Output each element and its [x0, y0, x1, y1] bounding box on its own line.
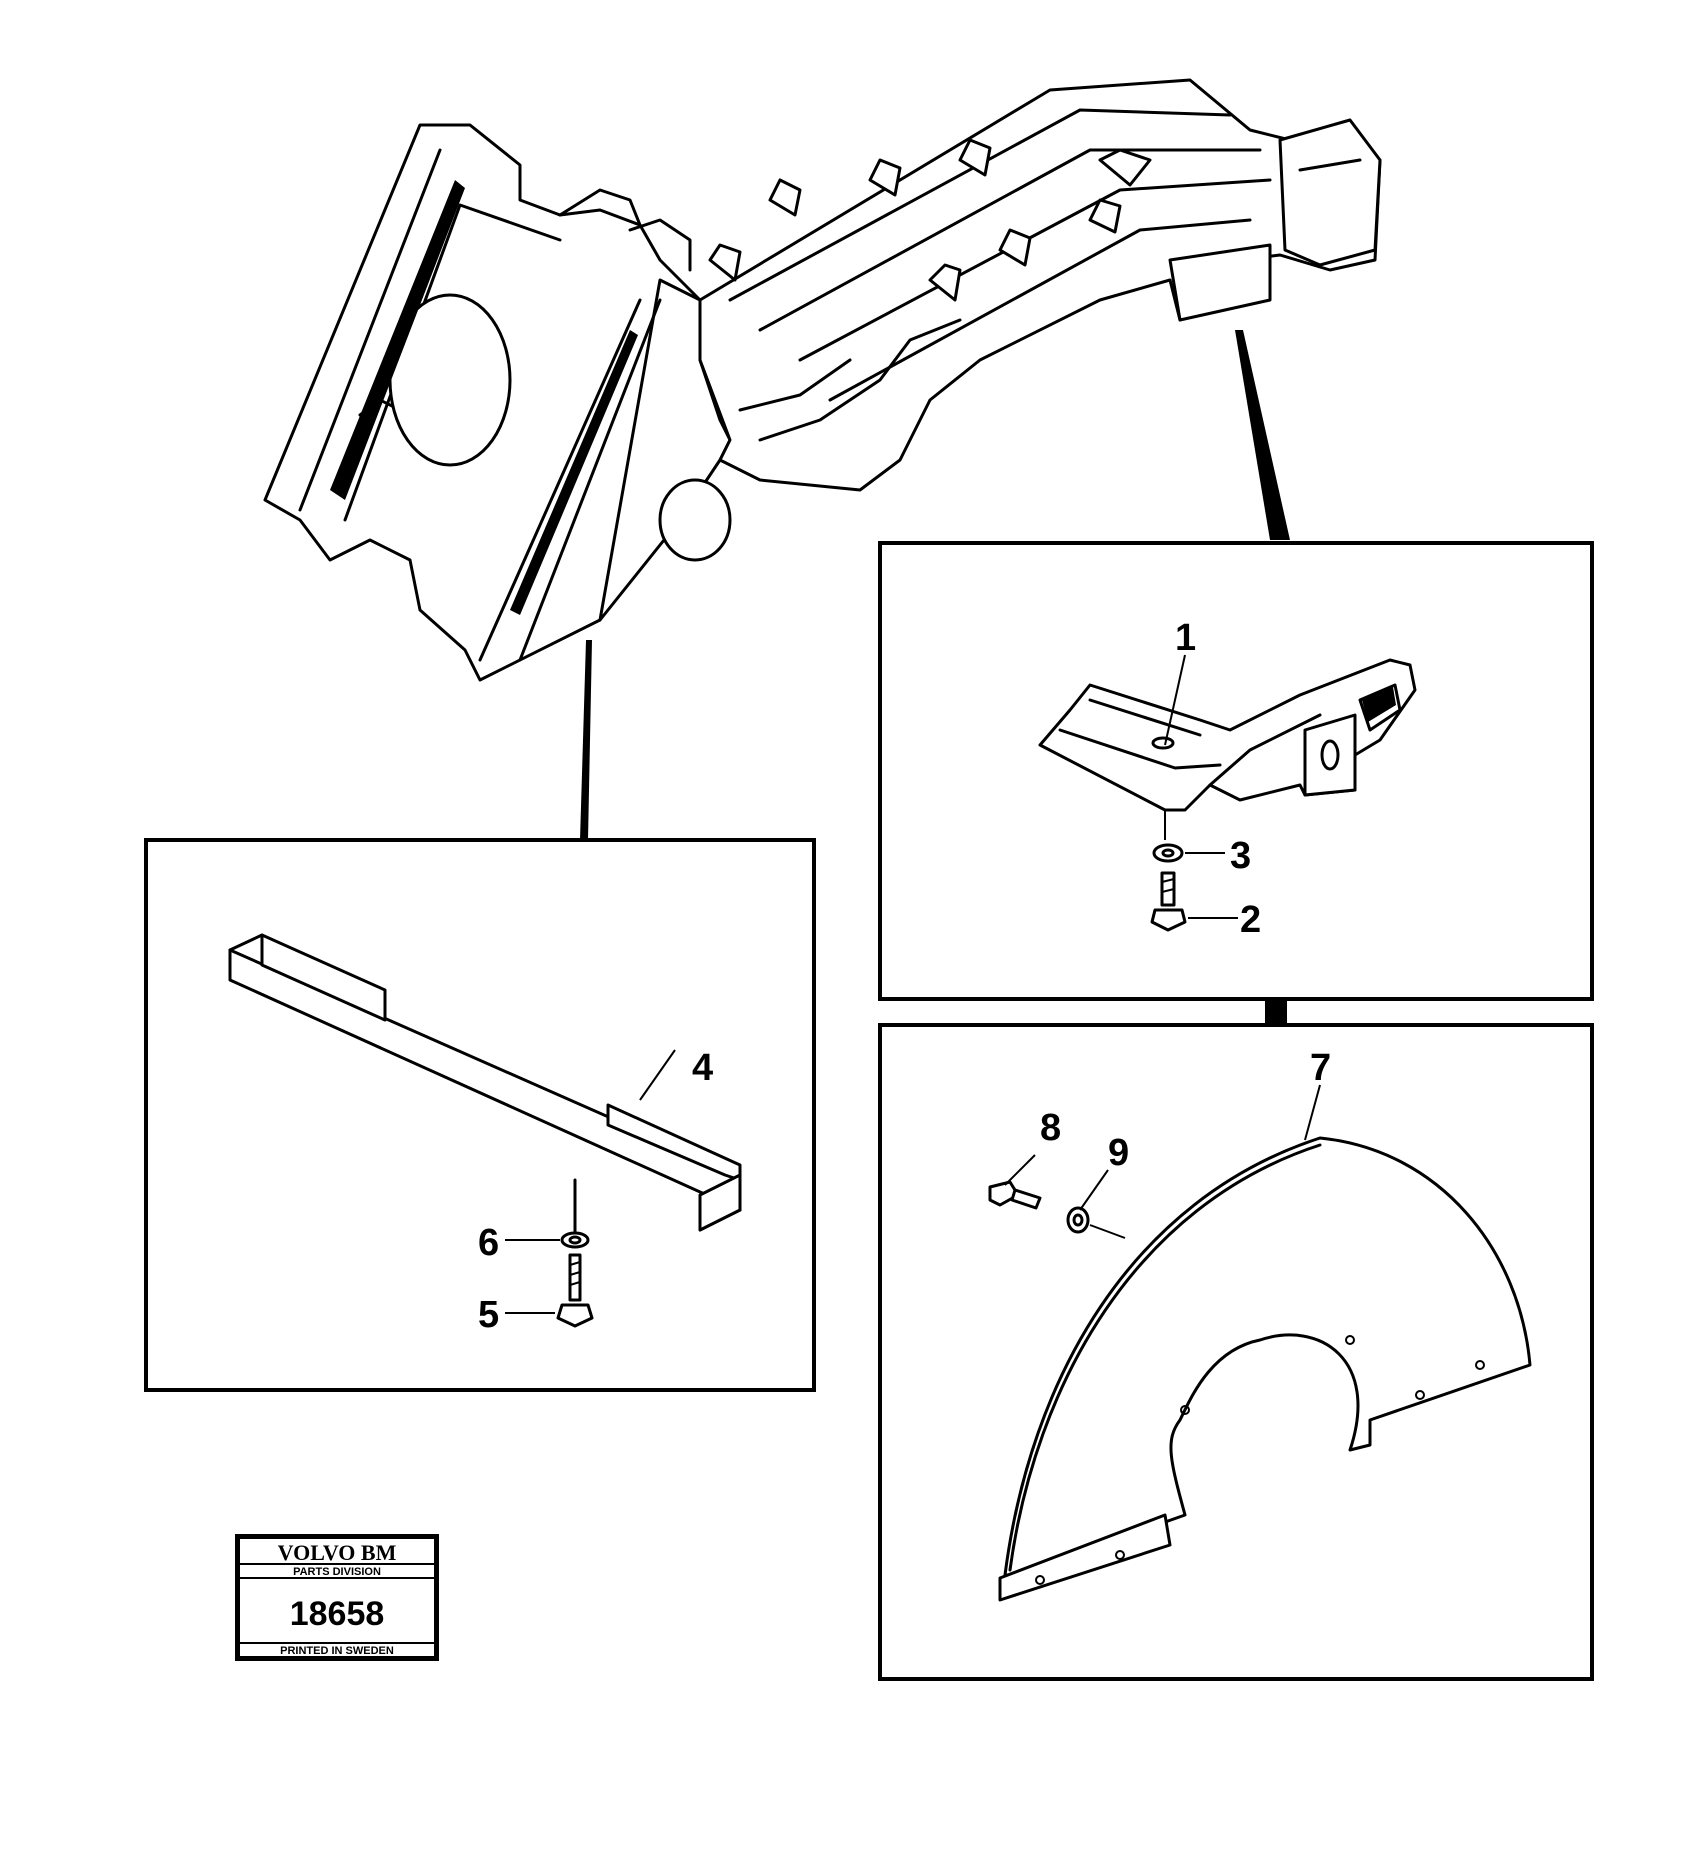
loader-frame-drawing: [263, 78, 1382, 682]
stamp-footer: PRINTED IN SWEDEN: [280, 1645, 394, 1657]
callout-1: 1: [1175, 617, 1196, 659]
callout-3: 3: [1230, 835, 1251, 877]
bolt-axis: [1089, 1224, 1126, 1239]
callout-4: 4: [692, 1047, 713, 1089]
leader-1: [1164, 654, 1186, 746]
leader-9: [1079, 1169, 1109, 1211]
stamp-number: 18658: [290, 1595, 385, 1633]
callout-6: 6: [478, 1222, 499, 1264]
washer-item-6: [560, 1231, 590, 1249]
pointer-to-bracket-panel: [1235, 330, 1290, 540]
mudguard-part-item-7: [998, 1136, 1532, 1602]
stamp-brand: VOLVO BM: [278, 1540, 397, 1565]
channel-rail-part: [228, 933, 742, 1237]
washer-item-9: [1066, 1206, 1090, 1234]
callout-2: 2: [1240, 899, 1261, 941]
screw-item-2: [1150, 871, 1187, 932]
pointer-to-channel-panel: [580, 640, 592, 840]
leader-7: [1304, 1084, 1321, 1141]
panel-connector: [1265, 1000, 1287, 1025]
stamp-division: PARTS DIVISION: [293, 1566, 381, 1578]
callout-7: 7: [1310, 1047, 1331, 1089]
bracket-part-item-1: [1038, 658, 1417, 812]
callout-5: 5: [478, 1294, 499, 1336]
washer-item-3: [1152, 843, 1184, 863]
screw-item-5: [556, 1253, 594, 1328]
volvo-bm-stamp: VOLVO BM PARTS DIVISION 18658 PRINTED IN…: [235, 1534, 439, 1661]
leader-8: [1004, 1154, 1036, 1186]
callout-8: 8: [1040, 1107, 1061, 1149]
leader-4: [639, 1049, 676, 1101]
channel-detail-panel: [144, 838, 816, 1392]
callout-9: 9: [1108, 1132, 1129, 1174]
